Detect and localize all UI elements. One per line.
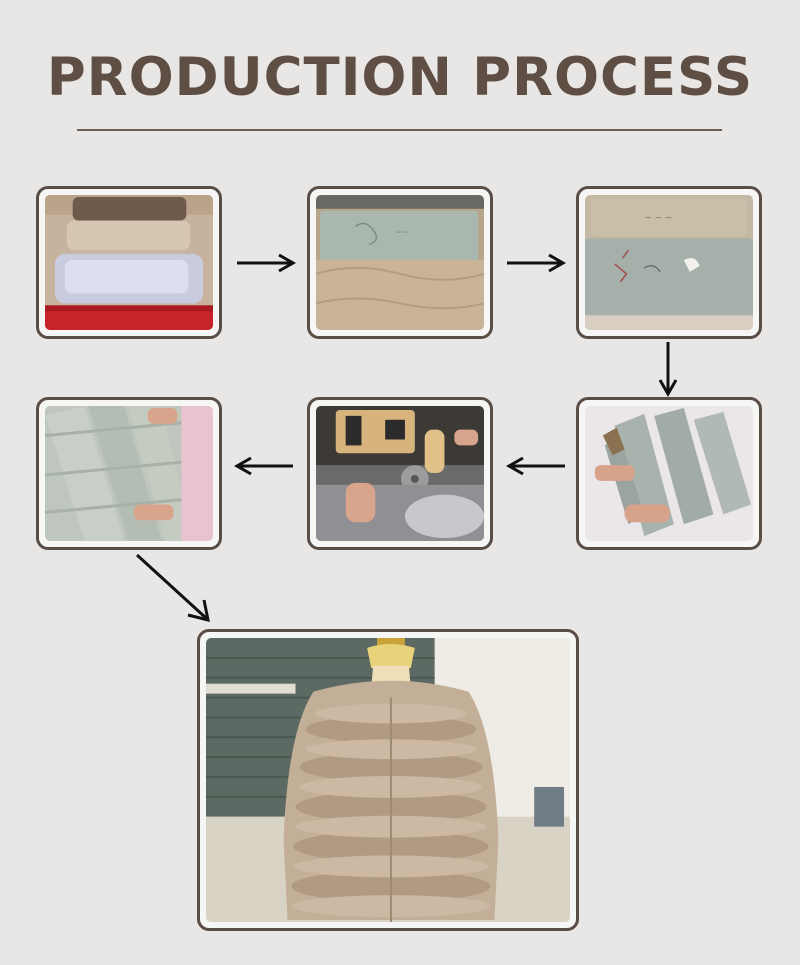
diagonal-arrow-icon [135, 553, 210, 623]
step-4-frame [576, 397, 762, 550]
finished-fur-coat-on-mannequin-photo [206, 638, 570, 922]
pelt-strip-cutting-photo [585, 406, 753, 541]
stacked-fur-pelts-photo [45, 195, 213, 330]
down-arrow-icon [658, 342, 678, 398]
fur-sewing-machine-photo [316, 406, 484, 541]
svg-text:~ ~ ~: ~ ~ ~ [644, 214, 672, 224]
right-arrow-icon [237, 253, 297, 273]
step-1-frame [36, 186, 222, 339]
title-divider [77, 129, 722, 131]
left-arrow-icon [233, 456, 293, 476]
step-3-frame: ~ ~ ~ [576, 186, 762, 339]
step-7-frame [197, 629, 579, 931]
right-arrow-icon [507, 253, 567, 273]
step-6-frame [36, 397, 222, 550]
pelt-backside-marking-photo: ~~ [316, 195, 484, 330]
sewn-fur-panel-photo [45, 406, 213, 541]
step-5-frame [307, 397, 493, 550]
svg-text:~~: ~~ [395, 227, 408, 236]
pattern-drawn-pelts-photo: ~ ~ ~ [585, 195, 753, 330]
left-arrow-icon [505, 456, 565, 476]
step-2-frame: ~~ [307, 186, 493, 339]
page-title: PRODUCTION PROCESS [46, 47, 754, 108]
